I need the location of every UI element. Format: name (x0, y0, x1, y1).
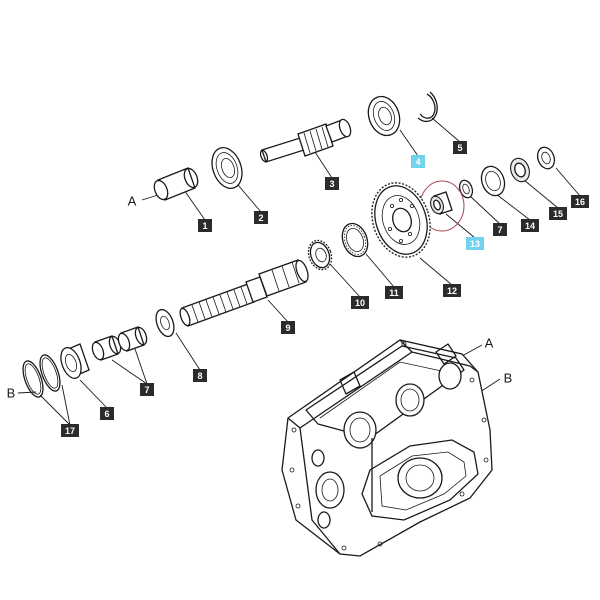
part-7-spacer-upper (458, 179, 474, 199)
callout-7-lower: 7 (140, 383, 154, 396)
part-5-snap-ring (417, 91, 438, 123)
part-7-spacers-lower (91, 326, 148, 361)
part-6-bearing (60, 343, 90, 379)
gearbox-housing (281, 339, 493, 557)
letter-b-left: B (7, 386, 16, 401)
callout-9-label: 9 (285, 323, 290, 333)
callout-11-label: 11 (389, 288, 399, 298)
callout-6: 6 (100, 407, 114, 420)
callout-13-label: 13 (470, 239, 480, 249)
callout-8-label: 8 (197, 371, 202, 381)
callout-5-label: 5 (457, 143, 462, 153)
part-1-sleeve (153, 167, 199, 201)
part-10-small-gear (307, 239, 333, 271)
reference-letters: A B A B (7, 194, 513, 401)
letter-b-housing: B (504, 371, 513, 386)
part-14-bearing (480, 165, 506, 197)
callout-12: 12 (443, 284, 461, 297)
callout-9: 9 (281, 321, 295, 334)
callout-16: 16 (571, 195, 589, 208)
part-2-bearing (211, 147, 243, 189)
callout-11: 11 (385, 286, 403, 299)
callout-2: 2 (254, 211, 268, 224)
part-17-o-rings (22, 354, 61, 398)
callout-7-lower-label: 7 (144, 385, 149, 395)
callout-16-label: 16 (575, 197, 585, 207)
callout-1-label: 1 (202, 221, 207, 231)
callout-12-label: 12 (447, 286, 457, 296)
leader-lines (17, 117, 581, 426)
part-11-gear-ring (341, 222, 369, 258)
callout-13: 13 (466, 237, 484, 250)
callout-17-label: 17 (65, 426, 75, 436)
callout-tags: 1 2 3 4 5 6 7 7 (61, 141, 589, 437)
letter-a-housing: A (485, 336, 494, 351)
part-12-large-gear (371, 182, 431, 258)
callout-6-label: 6 (104, 409, 109, 419)
callout-7-upper: 7 (493, 223, 507, 236)
callout-5: 5 (453, 141, 467, 154)
callout-15-label: 15 (553, 209, 563, 219)
part-15-seal (510, 157, 530, 183)
callout-4-label: 4 (415, 157, 420, 167)
part-8-thrust-washer (155, 308, 175, 338)
callout-1: 1 (198, 219, 212, 232)
part-3-pinion-shaft (259, 118, 352, 163)
callout-3: 3 (325, 177, 339, 190)
callout-2-label: 2 (258, 213, 263, 223)
callout-7-upper-label: 7 (497, 225, 502, 235)
callout-10-label: 10 (355, 298, 365, 308)
part-16-washer (536, 146, 556, 170)
part-13-bushing (419, 180, 465, 232)
callout-4: 4 (411, 155, 425, 168)
callout-15: 15 (549, 207, 567, 220)
part-4-bearing (367, 95, 401, 137)
callout-3-label: 3 (329, 179, 334, 189)
callout-8: 8 (193, 369, 207, 382)
callout-17: 17 (61, 424, 79, 437)
callout-14: 14 (521, 219, 539, 232)
part-9-main-shaft (179, 259, 309, 327)
callout-14-label: 14 (525, 221, 535, 231)
letter-a-left: A (128, 194, 137, 209)
callout-10: 10 (351, 296, 369, 309)
